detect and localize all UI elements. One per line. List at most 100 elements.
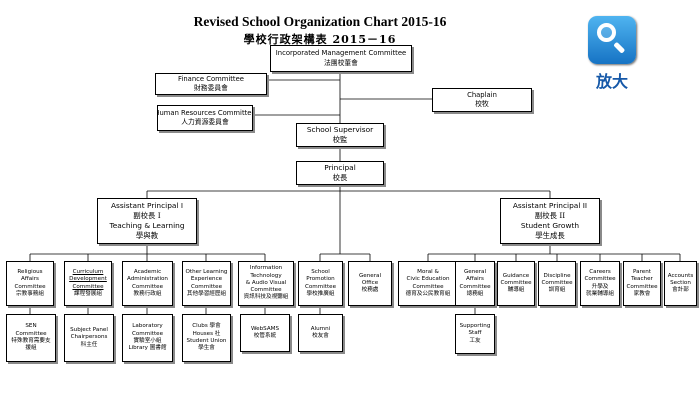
principal-label-zh: 校長 — [332, 173, 348, 182]
magnifier-lens — [597, 23, 616, 42]
moral-line-2: Civic Education — [406, 276, 450, 283]
finance-label: Finance Committee — [178, 74, 244, 83]
finance-committee-box: Finance Committee 財務委員會 — [155, 73, 267, 95]
moral-civic-education-box: Moral & Civic Education Committee 德育及公民教… — [398, 261, 458, 306]
it-line-zh: 資訊科技及視聽組 — [243, 294, 289, 301]
ap1-role-zh: 學與教 — [135, 230, 159, 240]
curriculum-line-1: Curriculum — [72, 268, 104, 275]
school-supervisor-box: School Supervisor 校監 — [296, 123, 384, 147]
other-learning-experience-box: Other Learning Experience Committee 其他學習… — [182, 261, 231, 306]
careers-line-1: Careers — [589, 268, 611, 275]
zoom-label[interactable]: 放大 — [595, 72, 628, 91]
ap2-label-zh: 副校長 II — [534, 211, 566, 221]
discipline-line-zh: 訓育組 — [548, 287, 566, 294]
imc-label: Incorporated Management Committee — [275, 49, 407, 58]
ap1-label-zh: 副校長 I — [133, 211, 161, 221]
student-union-line: Student Union — [186, 338, 227, 344]
principal-label: Principal — [324, 163, 356, 173]
discipline-line-1: Discipline — [543, 272, 571, 279]
zoom-icon[interactable] — [588, 16, 636, 64]
discipline-box: Discipline Committee 訓育組 — [538, 261, 576, 306]
supporting-staff-box: Supporting Staff 工友 — [455, 314, 495, 354]
curriculum-line-2: Development — [69, 276, 107, 283]
parent-teacher-box: Parent Teacher Committee 家教會 — [623, 261, 661, 306]
alumni-box: Alumni 校友會 — [298, 314, 343, 352]
ole-line-3: Committee — [190, 283, 223, 290]
it-audio-visual-box: Information Technology & Audio Visual Co… — [238, 261, 294, 306]
support-line-2: Staff — [468, 330, 482, 337]
pta-line-zh: 家教會 — [633, 290, 651, 297]
it-line-2: Technology — [250, 272, 282, 279]
general-line-1: General — [463, 268, 487, 275]
sen-committee-box: SEN Committee 特殊教育需要支援組 — [6, 314, 56, 362]
school-promotion-box: School Promotion Committee 學校推廣組 — [298, 261, 343, 306]
sen-line-1: SEN — [25, 323, 37, 330]
general-line-2: Affairs — [466, 276, 484, 283]
curriculum-line-zh: 課程發展組 — [74, 290, 102, 297]
clubs-line: Clubs 學會 — [192, 323, 221, 330]
religious-line-1: Religious — [17, 268, 43, 275]
chart-title: Revised School Organization Chart 2015-1… — [193, 14, 447, 29]
lab-line-1: Laboratory — [132, 323, 163, 330]
websams-line-zh: 校管系統 — [253, 333, 277, 339]
ap2-role: Student Growth — [520, 221, 580, 230]
ole-line-1: Other Learning — [185, 268, 228, 275]
academic-line-zh: 教務行政組 — [133, 290, 162, 297]
office-line-zh: 校務處 — [361, 287, 379, 294]
moral-line-1: Moral & — [417, 268, 439, 275]
careers-line-2: Committee — [584, 276, 616, 283]
assistant-principal-2-box: Assistant Principal II 副校長 II Student Gr… — [500, 198, 600, 244]
subject-line-1: Subject Panel — [70, 327, 108, 334]
guidance-box: Guidance Committee 輔導組 — [497, 261, 535, 306]
sen-line-zh: 特殊教育需要支援組 — [11, 338, 51, 352]
office-line-2: Office — [361, 279, 379, 286]
ole-line-2: Experience — [190, 276, 223, 283]
ap1-label: Assistant Principal I — [110, 201, 184, 211]
general-office-box: General Office 校務處 — [348, 261, 392, 306]
hr-label: Human Resources Committee — [157, 108, 253, 117]
ap2-label: Assistant Principal II — [512, 201, 588, 211]
ap1-role: Teaching & Learning — [109, 221, 185, 230]
it-line-3: & Audio Visual — [245, 279, 287, 286]
subject-line-zh: 科主任 — [80, 341, 98, 348]
laboratory-library-box: Laboratory Committee 實驗室小組 Library 圖書館 — [122, 314, 173, 362]
moral-line-3: Committee — [412, 283, 444, 290]
discipline-line-2: Committee — [541, 279, 573, 286]
pta-line-3: Committee — [626, 283, 658, 290]
alumni-line-zh: 校友會 — [312, 333, 329, 339]
guidance-line-1: Guidance — [502, 272, 530, 279]
chart-title-zh: 學校行政架構表 2015－16 — [243, 33, 397, 46]
websams-box: WebSAMS 校管系統 — [240, 314, 290, 352]
careers-line-zh-1: 升學及 — [591, 283, 609, 290]
moral-line-zh: 德育及公民教育組 — [405, 290, 451, 297]
religious-affairs-box: Religious Affairs Committee 宗教事務組 — [6, 261, 54, 306]
hr-label-zh: 人力資源委員會 — [181, 118, 229, 126]
subject-line-2: Chairpersons — [70, 334, 108, 341]
general-line-zh: 總務組 — [466, 290, 484, 297]
assistant-principal-1-box: Assistant Principal I 副校長 I Teaching & L… — [97, 198, 197, 244]
chaplain-box: Chaplain 校牧 — [432, 88, 532, 112]
pta-line-2: Teacher — [631, 276, 653, 283]
accounts-line-2: Section — [670, 279, 691, 286]
hr-committee-box: Human Resources Committee 人力資源委員會 — [157, 105, 253, 131]
pta-line-1: Parent — [633, 268, 651, 275]
chaplain-label-zh: 校牧 — [475, 100, 489, 108]
general-affairs-box: General Affairs Committee 總務組 — [455, 261, 495, 306]
religious-line-3: Committee — [14, 283, 46, 290]
guidance-line-zh: 輔導組 — [507, 287, 525, 294]
academic-line-2: Administration — [127, 276, 168, 283]
religious-line-zh: 宗教事務組 — [16, 290, 44, 297]
subject-panel-box: Subject Panel Chairpersons 科主任 — [64, 314, 114, 362]
promotion-line-1: School — [311, 268, 330, 275]
chaplain-label: Chaplain — [467, 90, 497, 99]
lab-line-zh: 實驗室小組 — [133, 338, 162, 344]
promotion-line-zh: 學校推廣組 — [306, 290, 335, 297]
websams-line-1: WebSAMS — [250, 325, 280, 332]
clubs-houses-box: Clubs 學會 Houses 社 Student Union 學生會 — [182, 314, 231, 362]
careers-line-zh-2: 就業輔導組 — [586, 290, 614, 297]
it-line-4: Committee — [250, 287, 282, 294]
religious-line-2: Affairs — [21, 276, 39, 283]
it-line-1: Information — [249, 265, 283, 272]
support-line-1: Supporting — [459, 323, 491, 330]
academic-administration-box: Academic Administration Committee 教務行政組 — [122, 261, 173, 306]
